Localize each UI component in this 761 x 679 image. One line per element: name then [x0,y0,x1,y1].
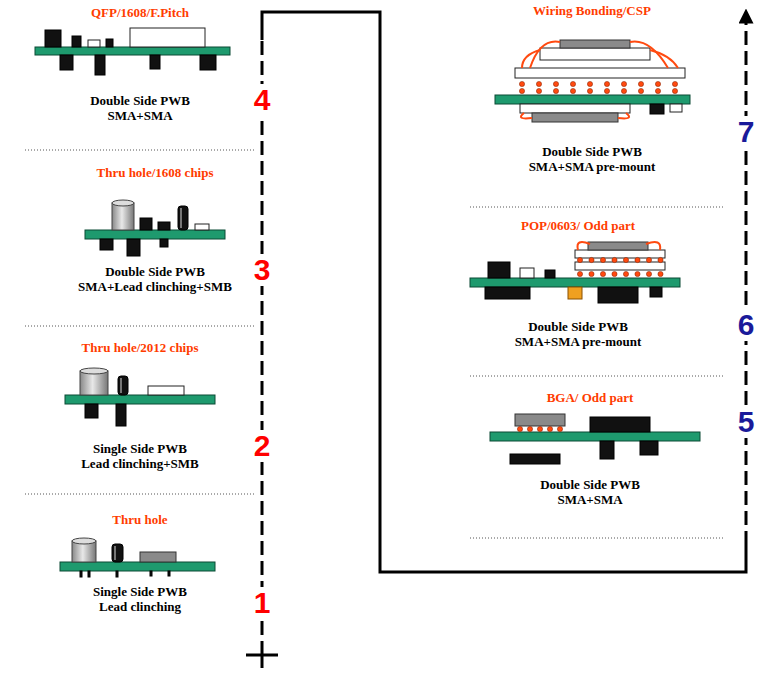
board-process-caption: Single Side PWB Lead clinching+SMB [81,441,199,471]
stage-number: 6 [735,309,758,341]
stage-number: 2 [251,430,274,462]
board-process-caption: Double Side PWB SMA+SMA [90,93,190,123]
timeline [246,12,746,668]
component-type-header: Thru hole/1608 chips [45,165,265,180]
stage-number: 3 [251,254,274,286]
stage-number: 1 [251,587,274,619]
board-process-caption: Double Side PWB SMA+SMA pre-mount [514,319,642,349]
board-process-caption: Single Side PWB Lead clinching [93,584,187,614]
stage-number: 4 [251,84,274,116]
component-type-header: Thru hole/2012 chips [30,340,250,355]
stage-panel: Thru hole/1608 chipsDouble Side PWB SMA+… [45,165,265,294]
component-type-header: POP/0603/ Odd part [468,218,688,233]
board-process-caption: Double Side PWB SMA+SMA [540,477,640,507]
stage-number: 7 [735,116,758,148]
stage-panel: Thru holeSingle Side PWB Lead clinching [30,512,250,614]
stage-panel: QFP/1608/F.PitchDouble Side PWB SMA+SMA [30,5,250,123]
board-process-caption: Double Side PWB SMA+SMA pre-mount [528,144,656,174]
stage-number: 5 [735,406,758,438]
component-type-header: QFP/1608/F.Pitch [30,5,250,20]
stage-separator [25,150,725,538]
component-type-header: Thru hole [30,512,250,527]
component-type-header: Wiring Bonding/CSP [482,3,702,18]
stage-panel: Thru hole/2012 chipsSingle Side PWB Lead… [30,340,250,471]
stage-panel: Wiring Bonding/CSP Double Side PWB SMA+SM… [482,3,702,174]
stage-panel: BGA/ Odd partDouble Side PWB SMA+SMA [480,390,700,507]
board-process-caption: Double Side PWB SMA+Lead clinching+SMB [78,264,232,294]
component-type-header: BGA/ Odd part [480,390,700,405]
stage-panel: POP/0603/ Odd partDouble Side PWB SMA+SM… [468,218,688,349]
pcb-illustration [35,28,700,577]
